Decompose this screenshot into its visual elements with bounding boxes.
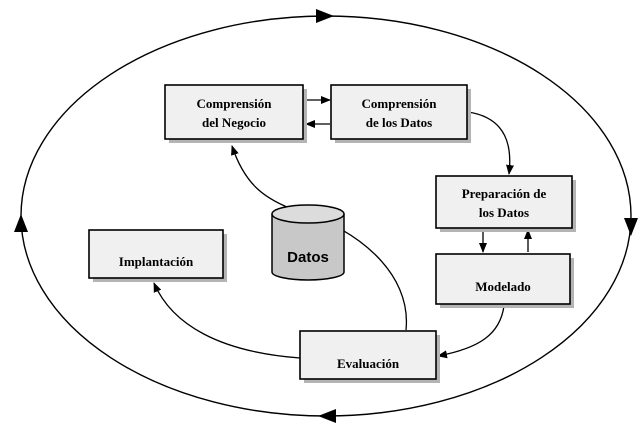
data-understanding-label-line2: de los Datos xyxy=(366,115,432,130)
arrow-data-understanding-to-preparation xyxy=(467,111,515,175)
evaluation-label: Evaluación xyxy=(337,356,400,371)
data-store-cylinder: Datos xyxy=(271,204,345,281)
modeling-label: Modelado xyxy=(475,279,531,294)
cycle-arrow-bottom xyxy=(318,409,336,423)
deployment-box: Implantación xyxy=(88,229,227,282)
cycle-arrow-right xyxy=(624,218,638,236)
cycle-arrow-left xyxy=(14,214,28,232)
data-preparation-box: Preparación de los Datos xyxy=(435,175,576,232)
data-understanding-label-line1: Comprensión xyxy=(362,96,438,111)
modeling-box: Modelado xyxy=(435,253,574,308)
data-preparation-label-line2: los Datos xyxy=(479,205,529,220)
deployment-label: Implantación xyxy=(119,254,194,269)
data-understanding-box: Comprensión de los Datos xyxy=(330,84,471,143)
business-understanding-label-line2: del Negocio xyxy=(202,115,266,130)
arrow-evaluation-to-deployment xyxy=(153,282,301,359)
data-store-label: Datos xyxy=(287,249,329,266)
cycle-arrow-top xyxy=(316,9,334,23)
data-preparation-label-line1: Preparación de xyxy=(462,186,547,201)
evaluation-box: Evaluación xyxy=(299,330,440,383)
business-understanding-label-line1: Comprensión xyxy=(197,96,273,111)
arrow-modeling-to-evaluation xyxy=(437,305,505,359)
business-understanding-box: Comprensión del Negocio xyxy=(164,84,307,143)
